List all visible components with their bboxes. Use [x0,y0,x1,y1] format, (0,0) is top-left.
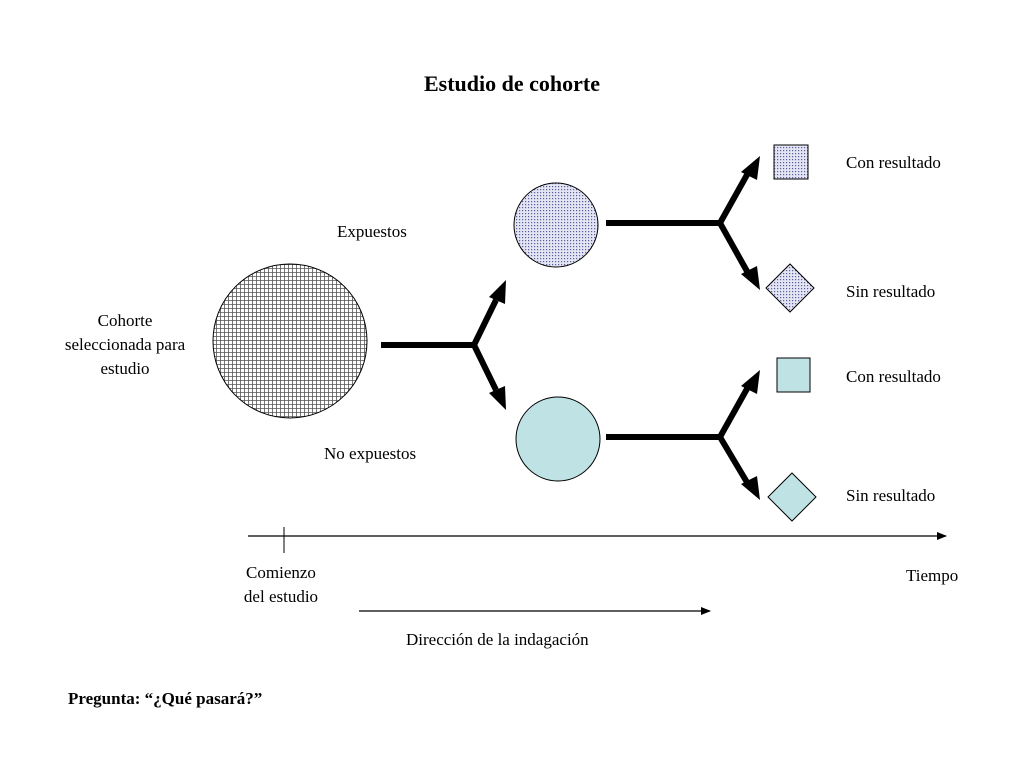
exposed-with-outcome-square [773,144,809,180]
diagram-title: Estudio de cohorte [424,71,600,96]
unexposed-without-outcome-diamond [767,472,817,522]
unexposed-fork-arrow [606,385,751,486]
arrowhead-exposed-with [741,156,760,180]
arrowhead-exposed-without [741,266,760,290]
unexposed-without-outcome-label: Sin resultado [846,486,936,505]
arrowhead-unexposed-without [741,476,760,500]
cohort-label: Cohorte seleccionada para estudio [64,311,186,378]
exposed-label: Expuestos [337,222,407,241]
study-start-label: Comienzo del estudio [243,563,319,606]
inquiry-direction-label: Dirección de la indagación [406,630,589,649]
arrowhead-exposed [489,280,506,304]
time-axis-label: Tiempo [906,566,959,585]
cohort-fork-arrow [381,298,499,392]
unexposed-with-outcome-square [776,357,811,393]
unexposed-circle [515,396,601,482]
cohort-circle [212,263,368,419]
exposed-circle [513,182,599,268]
arrowhead-unexposed [489,386,506,410]
arrowhead-unexposed-with [741,370,760,394]
exposed-fork-arrow [606,171,751,275]
exposed-without-outcome-label: Sin resultado [846,282,936,301]
unexposed-label: No expuestos [324,444,417,463]
question-text: Pregunta: “¿Qué pasará?” [68,689,263,708]
exposed-without-outcome-diamond [765,263,815,313]
unexposed-with-outcome-label: Con resultado [846,367,941,386]
exposed-with-outcome-label: Con resultado [846,153,941,172]
